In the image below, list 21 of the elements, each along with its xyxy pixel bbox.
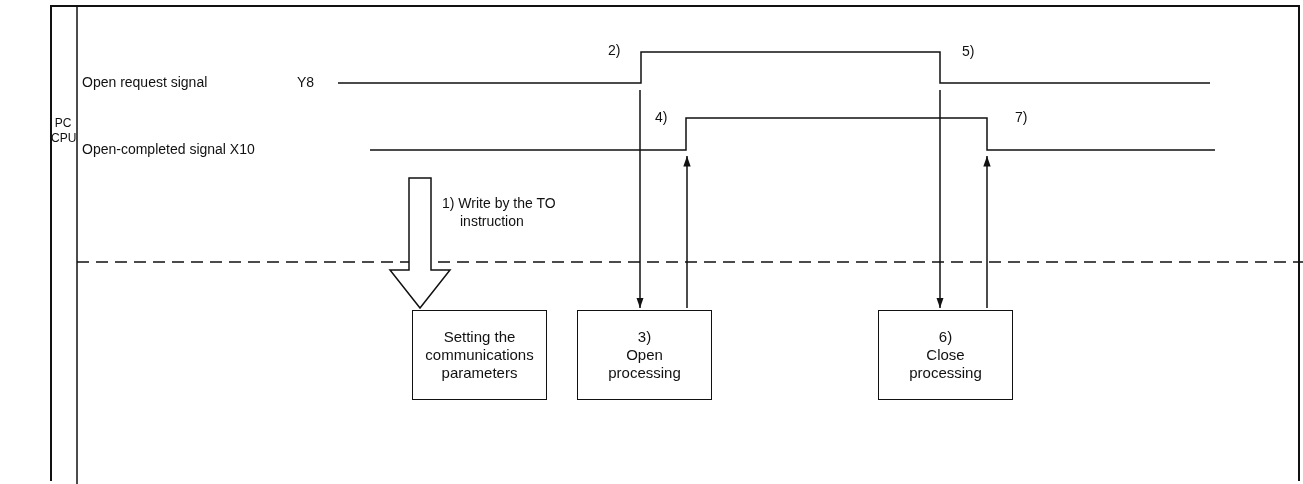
signal-label: 4) (655, 109, 668, 126)
box-text: 6) (938, 328, 953, 346)
signal-label: Open request signal (82, 74, 208, 91)
process-box (878, 310, 1013, 400)
hollow-arrow (388, 177, 452, 310)
signal-label: 7) (1015, 109, 1028, 126)
box-text: Open processing (607, 346, 682, 382)
signal-label: 5) (962, 43, 975, 60)
signal-label: 2) (608, 42, 621, 59)
arrow (683, 155, 691, 309)
signal-label: Y8 (297, 74, 315, 91)
signal-label: Open-completed signal X10 (82, 141, 255, 158)
box-text: 3) (637, 328, 652, 346)
process-box (577, 310, 712, 400)
process-box (412, 310, 547, 400)
signal-label: PC CPU (51, 116, 75, 146)
arrow (636, 89, 644, 309)
box-text: Close processing (908, 346, 983, 382)
arrow (983, 155, 991, 309)
box-text: Setting the communications parameters (424, 328, 535, 382)
arrow (936, 89, 944, 309)
